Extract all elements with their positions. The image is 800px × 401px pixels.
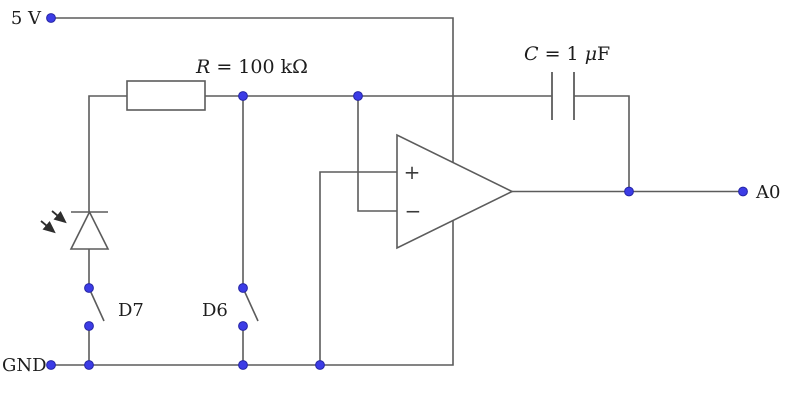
capacitor-label: C = 1 μF <box>524 43 610 65</box>
resistor-body <box>126 80 206 111</box>
switch-d6-label: D6 <box>202 300 228 321</box>
resistor-label: R = 100 kΩ <box>195 56 308 78</box>
switch-d7-label: D7 <box>118 300 144 321</box>
switch-d6: D6 <box>202 287 259 322</box>
switch-d7: D7 <box>88 287 144 322</box>
photodiode-triangle <box>69 210 110 250</box>
photodiode <box>40 210 110 250</box>
junction-nodes <box>46 13 748 370</box>
output-label: A0 <box>755 182 780 203</box>
supply-label: 5 V <box>11 8 42 29</box>
opamp-minus-sign: − <box>405 199 422 223</box>
noninverting-input-wire <box>319 171 397 365</box>
light-arrows-icon <box>40 210 67 234</box>
ground-d7-junction <box>84 360 94 370</box>
ground-label: GND <box>2 355 47 376</box>
ground-terminal <box>46 360 56 370</box>
resistor: R = 100 kΩ <box>126 56 308 111</box>
rail-labels: 5 V GND A0 <box>2 8 780 376</box>
ground-noninverting-junction <box>315 360 325 370</box>
inverting-input-wire <box>357 96 397 212</box>
ground-d6-junction <box>238 360 248 370</box>
switch-d6-blade <box>242 287 259 322</box>
node-inverting-junction <box>353 91 363 101</box>
capacitor-to-output-wire <box>574 95 630 192</box>
supply-terminal <box>46 13 56 23</box>
d6-top-terminal <box>238 283 248 293</box>
opamp-plus-sign: + <box>404 160 421 184</box>
node-resistor-d6-junction <box>238 91 248 101</box>
output-capacitor-junction <box>624 186 634 197</box>
opamp-triangle <box>396 133 514 250</box>
switch-d7-blade <box>88 287 105 322</box>
d6-bottom-terminal <box>238 321 248 331</box>
output-terminal <box>738 186 748 197</box>
opamp: + − <box>396 133 514 250</box>
capacitor: C = 1 μF <box>524 43 610 120</box>
d7-top-terminal <box>84 283 94 293</box>
resistor-left-lead-wire <box>88 95 127 212</box>
d7-bottom-terminal <box>84 321 94 331</box>
